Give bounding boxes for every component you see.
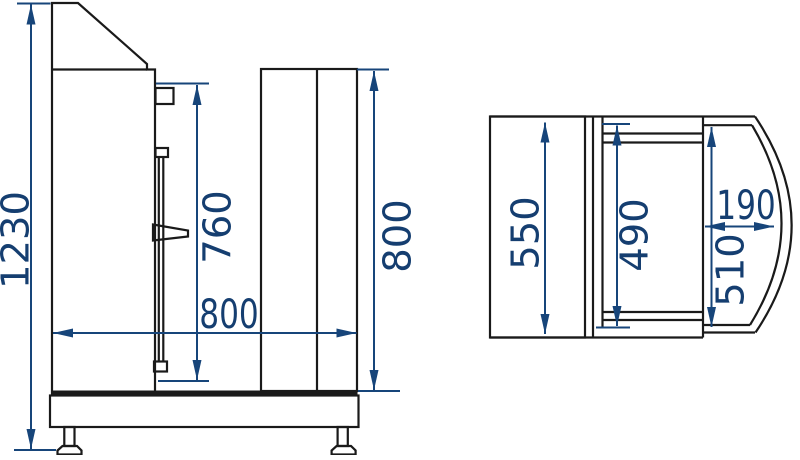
label-760: 760 [196,190,241,264]
right-column [259,67,359,393]
label-800v: 800 [376,199,421,273]
machine-bottom-band [51,390,358,396]
top-view-left-rect [488,115,587,339]
dimension-labels: 1230 760 800 800 550 490 510 190 [0,183,776,338]
right-foot-stem [336,425,349,448]
side-protrusion-box [154,86,175,106]
label-510: 510 [709,233,754,307]
label-800h: 800 [199,292,259,338]
dimension-lines [14,2,774,451]
left-foot-pad [56,444,83,456]
left-foot-stem [63,425,76,448]
bracket-wedge [151,223,190,242]
right-foot-pad [330,444,357,456]
side-small-tab [154,146,170,159]
label-190: 190 [716,183,776,229]
rod-foot-box [152,360,169,373]
base-frame [48,394,360,429]
left-column-outline [50,1,157,396]
label-1230: 1230 [0,191,39,289]
label-550: 550 [504,196,549,270]
bumper-outer-curve [754,115,793,334]
bumper-inner-curve [749,124,783,326]
label-490: 490 [613,198,658,272]
